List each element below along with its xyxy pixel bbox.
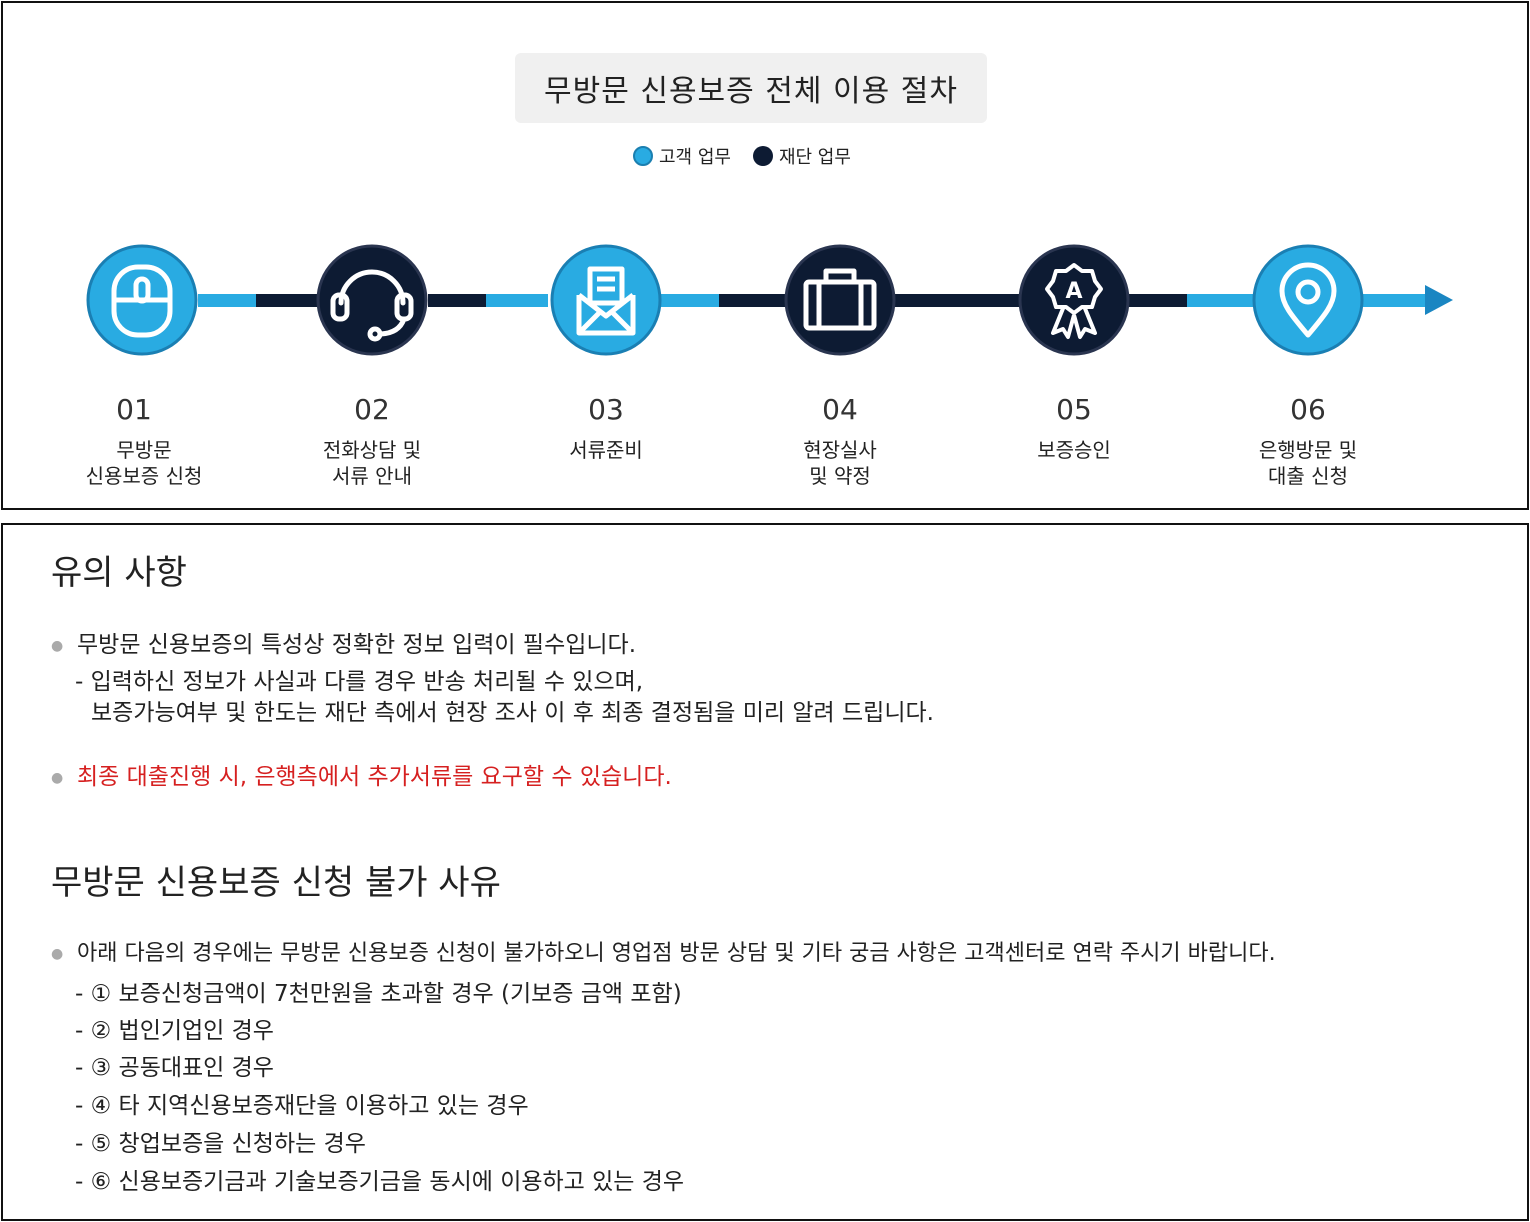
envelope-icon	[576, 266, 636, 336]
step-01-label: 무방문 신용보증 신청	[85, 438, 203, 488]
notice-panel: 유의 사항 ● 무방문 신용보증의 특성상 정확한 정보 입력이 필수입니다. -…	[1, 523, 1529, 1221]
mouse-icon	[111, 264, 173, 338]
restriction-item-5: - ⑤ 창업보증을 신청하는 경우	[75, 1131, 366, 1157]
notes-item-1-sub-1: - 입력하신 정보가 사실과 다를 경우 반송 처리될 수 있으며,	[75, 669, 644, 695]
step-02-label: 전화상담 및 서류 안내	[322, 438, 422, 488]
restriction-item-6: - ⑥ 신용보증기금과 기술보증기금을 동시에 이용하고 있는 경우	[75, 1169, 685, 1195]
restrictions-intro: ● 아래 다음의 경우에는 무방문 신용보증 신청이 불가하오니 영업점 방문 상…	[51, 935, 1276, 967]
step-05-circle: A	[1018, 244, 1130, 356]
step-03-number: 03	[588, 393, 624, 426]
briefcase-icon	[803, 268, 877, 331]
legend-foundation-dot	[752, 146, 773, 166]
notes-title: 유의 사항	[51, 553, 187, 593]
step-04-circle	[784, 244, 896, 356]
restrictions-intro-text: 아래 다음의 경우에는 무방문 신용보증 신청이 불가하오니 영업점 방문 상담…	[77, 941, 1276, 966]
restriction-item-2: - ② 법인기업인 경우	[75, 1018, 274, 1044]
legend-customer-dot	[633, 146, 653, 166]
step-03-circle	[550, 244, 662, 356]
notes-item-1-text: 무방문 신용보증의 특성상 정확한 정보 입력이 필수입니다.	[77, 632, 637, 658]
step-04-label: 현장실사 및 약정	[803, 438, 877, 488]
step-02-circle	[316, 244, 428, 356]
svg-text:A: A	[1065, 279, 1082, 304]
step-06-number: 06	[1290, 393, 1326, 426]
notes-item-2-text: 최종 대출진행 시, 은행측에서 추가서류를 요구할 수 있습니다.	[77, 764, 672, 790]
step-06-circle	[1252, 244, 1364, 356]
step-02-number: 02	[354, 393, 390, 426]
bullet-icon: ●	[51, 637, 64, 654]
step-01-number: 01	[116, 393, 152, 426]
notes-item-2: ● 최종 대출진행 시, 은행측에서 추가서류를 요구할 수 있습니다.	[51, 757, 672, 791]
step-03-label: 서류준비	[569, 438, 643, 462]
step-01-circle	[86, 244, 198, 356]
notes-item-1: ● 무방문 신용보증의 특성상 정확한 정보 입력이 필수입니다.	[51, 625, 636, 659]
bullet-icon: ●	[51, 946, 64, 962]
legend: 고객 업무 재단 업무	[633, 143, 851, 169]
restriction-item-1: - ① 보증신청금액이 7천만원을 초과할 경우 (기보증 금액 포함)	[75, 981, 682, 1007]
step-06-label: 은행방문 및 대출 신청	[1258, 438, 1358, 488]
timeline-connector	[198, 285, 1453, 315]
timeline: A	[86, 244, 1453, 356]
step-04-number: 04	[822, 393, 858, 426]
restrictions-title: 무방문 신용보증 신청 불가 사유	[51, 863, 501, 903]
legend-foundation-label: 재단 업무	[778, 147, 851, 168]
legend-customer-label: 고객 업무	[659, 147, 731, 168]
award-icon: A	[1045, 263, 1103, 339]
restriction-item-3: - ③ 공동대표인 경우	[75, 1055, 274, 1081]
notes-item-1-sub-2: 보증가능여부 및 한도는 재단 측에서 현장 조사 이 후 최종 결정됨을 미리…	[91, 700, 934, 726]
procedure-title: 무방문 신용보증 전체 이용 절차	[515, 53, 987, 123]
bullet-icon: ●	[51, 769, 64, 786]
arrow-head-icon	[1425, 285, 1453, 315]
procedure-panel: 무방문 신용보증 전체 이용 절차 고객 업무 재단 업무	[1, 1, 1529, 510]
restriction-item-4: - ④ 타 지역신용보증재단을 이용하고 있는 경우	[75, 1093, 529, 1119]
location-pin-icon	[1279, 262, 1337, 338]
headset-icon	[330, 269, 414, 342]
step-05-number: 05	[1056, 393, 1092, 426]
step-05-label: 보증승인	[1037, 438, 1111, 462]
